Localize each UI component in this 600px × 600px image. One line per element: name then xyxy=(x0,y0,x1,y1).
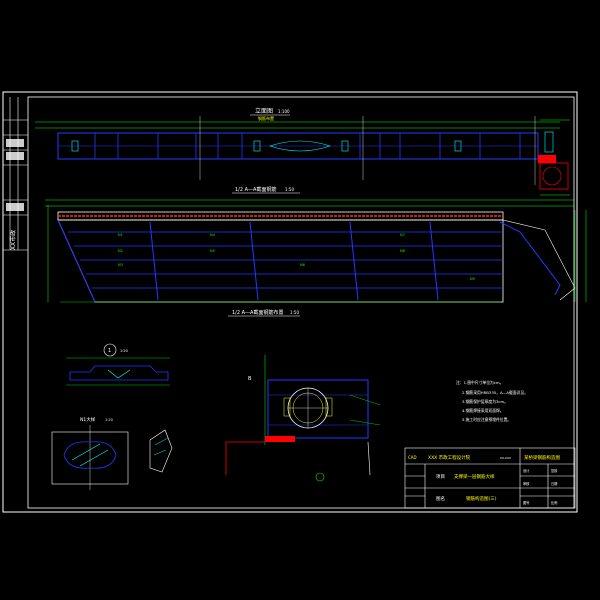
elevation-title: 立面图 xyxy=(255,107,273,115)
section-upper-label: 1/2 A—A截面钢筋 xyxy=(235,186,276,193)
svg-text:N2: N2 xyxy=(118,249,123,253)
title-block-cell-6: 比例 xyxy=(551,500,557,505)
strip-block-2 xyxy=(6,152,24,160)
detail-b xyxy=(225,355,381,482)
title-block-project-value: 支撑梁一层钢筋大样 xyxy=(454,473,495,480)
detail-circle-label: 1 xyxy=(108,348,111,354)
svg-text:N8: N8 xyxy=(400,249,405,253)
notes-block: 注：1.图中尺寸单位为cm。 2.钢筋采用HRB335，A—A截面详见。 3.钢… xyxy=(456,380,528,422)
title-block-cell-5: 图号 xyxy=(523,500,529,505)
left-title-strip xyxy=(3,97,28,251)
title-block xyxy=(404,447,576,509)
title-block-badge: CAD xyxy=(408,455,417,460)
svg-text:N1: N1 xyxy=(118,233,123,237)
title-block-cell-1: 设计 xyxy=(523,468,530,473)
title-block-small-tag: XX-XXX xyxy=(500,456,511,460)
title-block-cell-4: 日期 xyxy=(551,481,557,486)
elevation-scale: 1:100 xyxy=(278,109,290,114)
notes-line-2: 3.钢筋保护层厚度为3cm。 xyxy=(462,399,508,404)
detail-center-label: B xyxy=(248,376,252,382)
elevation-subtitle: 钢筋布置 xyxy=(258,115,274,121)
title-block-company: XXX 市政工程设计院 xyxy=(428,454,471,461)
title-block-drawing-label: 图名 xyxy=(436,495,445,502)
svg-text:N6: N6 xyxy=(300,263,305,267)
notes-line-3: 4.钢筋焊接采用双面焊。 xyxy=(462,408,504,413)
notes-line-1: 2.钢筋采用HRB335，A—A截面详见。 xyxy=(462,390,528,395)
inner-frame xyxy=(27,96,575,509)
title-block-drawing-value: 钢筋构造图(三) xyxy=(466,495,497,502)
detail-circle-scale: 1:20 xyxy=(120,349,128,353)
detail-1 xyxy=(66,343,170,386)
svg-text:N3: N3 xyxy=(118,263,123,267)
detail-left-scale: 1:20 xyxy=(105,418,113,422)
detail-left-label: N1大样 xyxy=(80,416,96,423)
svg-text:N5: N5 xyxy=(210,249,215,253)
side-title-vertical: XX市政 xyxy=(9,230,17,250)
section-lower-scale: 1:50 xyxy=(290,310,299,315)
svg-text:N4: N4 xyxy=(210,233,216,237)
strip-block-3 xyxy=(6,203,24,211)
notes-title: 注：1.图中尺寸单位为cm。 xyxy=(456,380,503,385)
title-block-cell-3: 审核 xyxy=(523,481,530,486)
strip-block-1 xyxy=(6,139,24,147)
section-lower-label: 1/2 A—A截面钢筋布置 xyxy=(232,309,283,316)
detail-n1 xyxy=(51,425,173,490)
elevation-view xyxy=(35,116,570,196)
sheet-frame xyxy=(2,91,578,513)
svg-text:N7: N7 xyxy=(400,233,405,237)
title-block-project-right: 某桥梁钢筋构造图 xyxy=(524,454,560,461)
title-block-project-label: 项目 xyxy=(436,474,445,480)
section-upper-scale: 1:50 xyxy=(285,187,294,192)
notes-line-4: 5.施工时应注意预埋件位置。 xyxy=(462,417,511,422)
svg-text:N9: N9 xyxy=(470,277,475,281)
title-block-cell-2: 复核 xyxy=(551,468,558,473)
